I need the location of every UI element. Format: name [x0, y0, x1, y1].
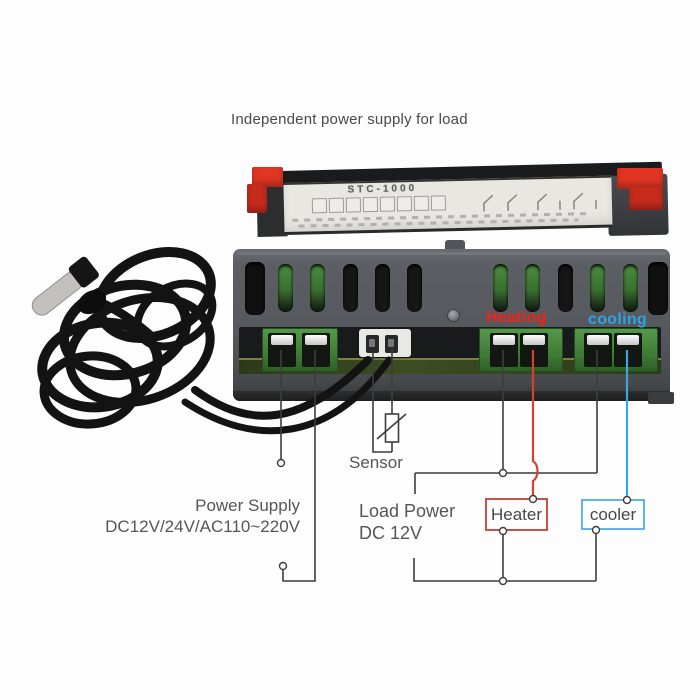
case-screw-icon — [447, 309, 460, 322]
printed-box — [328, 197, 345, 213]
power-supply-label: Power Supply DC12V/24V/AC110~220V — [98, 495, 300, 537]
printed-relay-symbols — [483, 192, 597, 212]
vent-slot — [343, 264, 358, 312]
printed-box — [413, 195, 430, 212]
mounting-clip-right-tab — [629, 187, 663, 210]
printed-terminal-boxes — [311, 195, 447, 214]
top-spec-label: STC-1000 — [283, 175, 613, 235]
vent-slot — [278, 264, 293, 312]
vent-slot — [648, 262, 668, 315]
housing-foot — [648, 392, 674, 404]
screw-glint — [305, 335, 327, 345]
cooler-box: cooler — [581, 499, 645, 530]
power-supply-line2: DC12V/24V/AC110~220V — [105, 517, 300, 536]
printed-box — [396, 196, 413, 212]
vent-slot — [493, 264, 508, 312]
housing-highlight — [237, 252, 666, 255]
printed-box — [430, 195, 447, 211]
load-bus-bottom — [413, 558, 596, 582]
terminal — [520, 333, 548, 367]
vent-slot — [558, 264, 573, 312]
diagram-title: Independent power supply for load — [231, 111, 468, 128]
vent-slot — [245, 262, 265, 315]
sensor-pin — [385, 335, 398, 353]
printed-box — [345, 197, 362, 213]
vent-slot — [525, 264, 540, 312]
screw-glint — [523, 335, 545, 345]
thermistor-symbol — [384, 413, 400, 443]
vent-slot — [407, 264, 422, 312]
power-supply-line1: Power Supply — [195, 496, 300, 515]
screw-glint — [587, 335, 609, 345]
terminal-block-power — [262, 328, 338, 372]
terminal — [614, 333, 642, 367]
heating-terminal-label: Heating — [486, 309, 547, 326]
terminal — [302, 333, 330, 367]
vent-slot — [623, 264, 638, 312]
load-power-line2: DC 12V — [359, 523, 423, 543]
mounting-clip-left — [252, 167, 283, 187]
screw-glint — [493, 335, 515, 345]
model-label: STC-1000 — [347, 182, 418, 196]
terminal — [268, 333, 296, 367]
screw-glint — [271, 335, 293, 345]
cable-tie — [77, 289, 107, 315]
mounting-clip-left-tab — [247, 184, 267, 213]
vent-slot — [375, 264, 390, 312]
sensor-connector — [359, 329, 411, 357]
terminal-block-heating — [479, 328, 563, 372]
sensor-label: Sensor — [349, 453, 403, 472]
load-power-label: Load Power DC 12V — [359, 500, 455, 544]
vent-slot — [590, 264, 605, 312]
terminal-block-cooling — [574, 328, 658, 372]
printed-box — [311, 198, 328, 214]
load-power-line1: Load Power — [359, 501, 456, 521]
sensor-pin — [366, 335, 379, 353]
terminal — [584, 333, 612, 367]
terminal — [490, 333, 518, 367]
cooling-terminal-label: cooling — [588, 311, 647, 328]
printed-box — [379, 196, 396, 212]
vent-slot — [310, 264, 325, 312]
housing-bottom-edge — [233, 391, 670, 401]
heater-box: Heater — [485, 498, 548, 531]
thermistor-diagonal — [376, 413, 407, 440]
mounting-clip-right — [617, 168, 663, 189]
sensor-probe — [31, 256, 99, 316]
printed-box — [362, 196, 379, 213]
screw-glint — [617, 335, 639, 345]
